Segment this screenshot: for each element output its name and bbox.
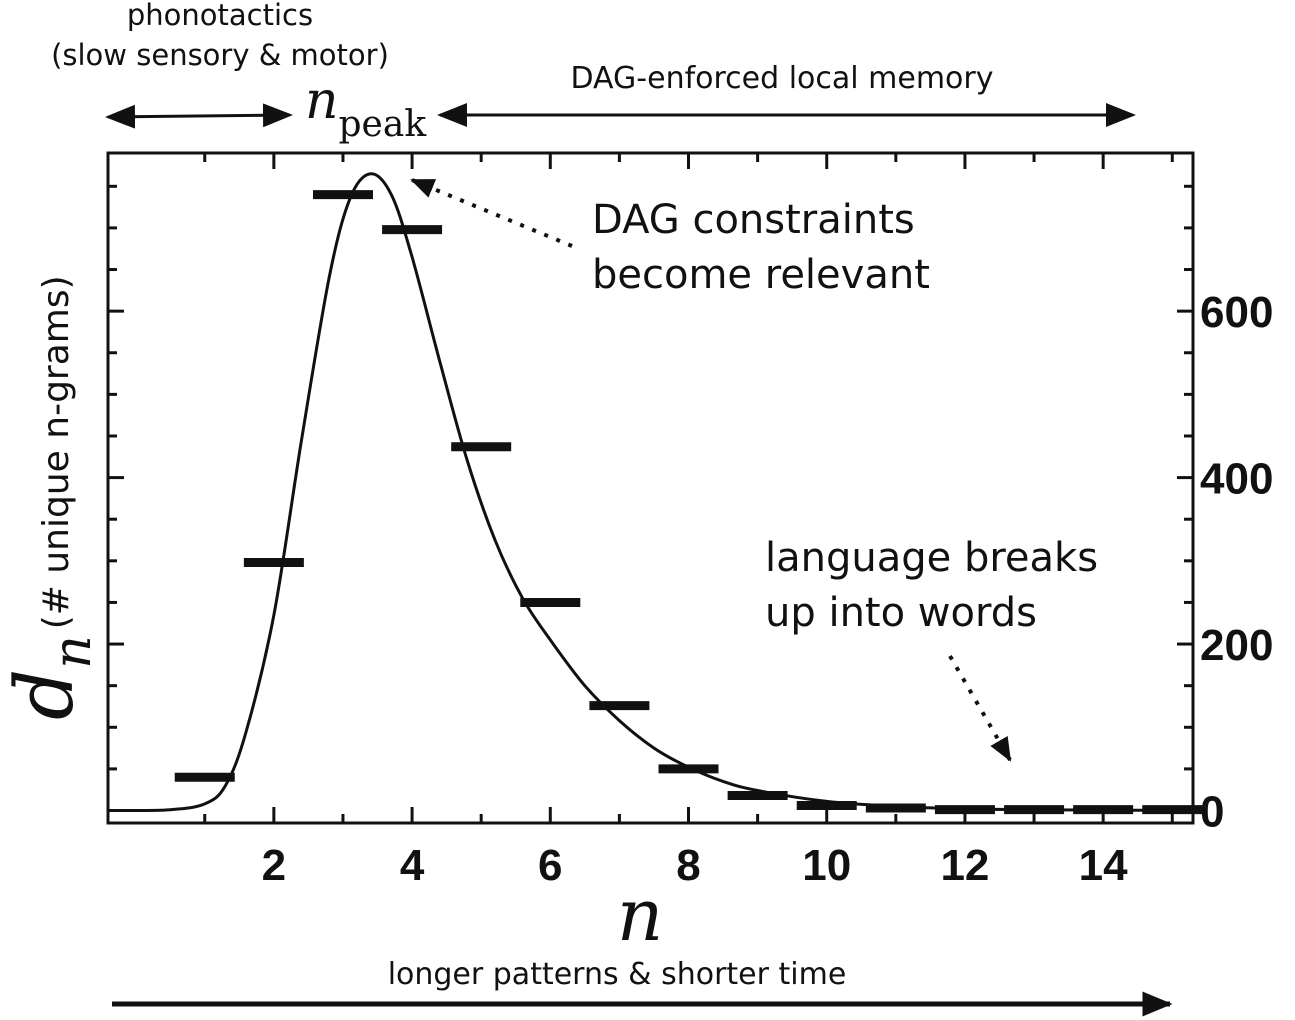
y-axis-label: dn (# unique n-grams) (0, 275, 103, 720)
left-region-sublabel: (slow sensory & motor) (51, 38, 389, 72)
peak-label-sub: peak (339, 104, 428, 145)
plot-frame (106, 151, 1195, 825)
x-tick-label: 6 (538, 841, 562, 890)
x-tick-label: 12 (940, 841, 989, 890)
y-tick-label: 600 (1200, 288, 1273, 337)
dag-note-arrow (410, 178, 573, 248)
right-region-label: DAG-enforced local memory (570, 61, 993, 96)
x-tick-label: 2 (262, 841, 286, 890)
x-tick-label: 8 (676, 841, 700, 890)
dag-note-line1: DAG constraints (592, 197, 915, 243)
left-region-arrow (105, 103, 293, 129)
x-tick-label: 10 (802, 841, 851, 890)
words-note-line1: language breaks (765, 535, 1098, 581)
words-note-line2: up into words (765, 590, 1037, 636)
y-tick-label: 200 (1200, 621, 1273, 670)
x-tick-label: 14 (1079, 841, 1128, 890)
bottom-arrow-label: longer patterns & shorter time (388, 957, 847, 992)
y-axis-symbol: d (0, 669, 91, 720)
data-bars (174, 190, 1203, 815)
axis-ticks (108, 153, 1193, 823)
x-axis-label: n (617, 873, 663, 957)
y-axis-note: (# unique n-grams) (36, 275, 77, 629)
y-tick-label: 400 (1200, 455, 1273, 504)
y-tick-label: 0 (1200, 788, 1224, 837)
dag-note-line2: become relevant (592, 252, 930, 298)
words-note-arrow (948, 655, 1012, 762)
axis-tick-labels: 2 4 6 8 10 12 14 0 200 400 600 (262, 288, 1274, 890)
y-axis-label-text: dn (# unique n-grams) (0, 275, 103, 720)
y-axis-subscript: n (43, 635, 103, 669)
peak-label-n: n (305, 71, 339, 131)
peak-label: npeak (305, 71, 427, 145)
x-tick-label: 4 (400, 841, 425, 890)
left-region-label: phonotactics (127, 0, 313, 32)
